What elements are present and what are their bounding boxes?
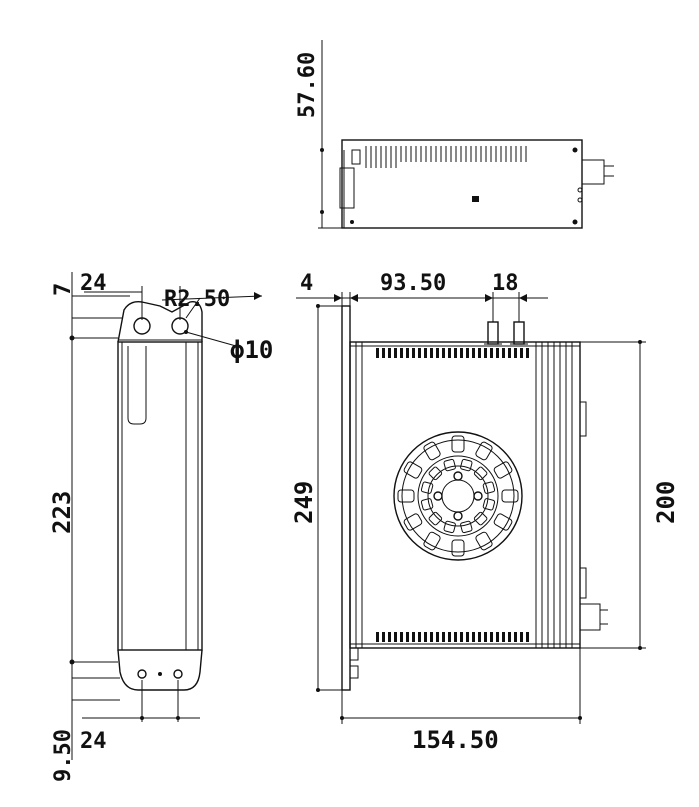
dim-left-top-offset: 7 [51, 283, 76, 296]
fan-slot [420, 498, 434, 511]
fin-tooth [508, 348, 511, 358]
fan-slot [428, 511, 443, 526]
fan-slot [473, 511, 488, 526]
fin-tooth [454, 348, 457, 358]
fan-slot [428, 466, 443, 481]
left-end-view [69, 272, 263, 760]
fin-tooth [490, 348, 493, 358]
fin-tooth [514, 348, 517, 358]
fan-slot [443, 520, 456, 534]
dim-left-bottom-width: 24 [80, 729, 107, 754]
fin-tooth [502, 632, 505, 642]
fin-tooth [400, 632, 403, 642]
fin-tooth [484, 348, 487, 358]
fin-tooth [502, 348, 505, 358]
fin-tooth [490, 632, 493, 642]
fan-slot [403, 513, 423, 531]
dim-connector-pitch: 18 [492, 271, 519, 296]
fin-tooth [436, 632, 439, 642]
dim-front-width: 154.50 [412, 726, 499, 754]
dim-left-bottom-offset: 9.50 [51, 729, 76, 782]
fan-slot [501, 489, 519, 503]
dim-side-height: 57.60 [295, 52, 320, 118]
dim-left-height: 223 [48, 491, 76, 534]
fin-tooth [430, 348, 433, 358]
fin-tooth [520, 348, 523, 358]
fin-tooth [466, 348, 469, 358]
fin-tooth [514, 632, 517, 642]
fin-tooth [478, 632, 481, 642]
fan-slot [473, 466, 488, 481]
fan-slot [403, 461, 423, 479]
fan-slot [493, 513, 513, 531]
fin-tooth [460, 348, 463, 358]
fin-tooth [382, 348, 385, 358]
fin-tooth [448, 348, 451, 358]
fin-tooth [376, 348, 379, 358]
fin-tooth [412, 632, 415, 642]
fin-tooth [382, 632, 385, 642]
fin-tooth [418, 632, 421, 642]
dim-left-top-width: 24 [80, 271, 107, 296]
fin-tooth [442, 348, 445, 358]
dim-front-flange: 4 [300, 271, 313, 296]
fin-tooth [394, 632, 397, 642]
fan-slot [475, 531, 493, 551]
fin-tooth [424, 348, 427, 358]
fan-slot [451, 435, 465, 453]
fan-slot [493, 461, 513, 479]
fin-tooth [472, 348, 475, 358]
fin-tooth [508, 632, 511, 642]
dim-radius: R2.50 [164, 287, 230, 312]
side-view [318, 40, 614, 229]
fan-slot [460, 458, 473, 472]
dim-hole-diameter: ϕ10 [230, 336, 273, 364]
dim-front-span: 93.50 [380, 271, 446, 296]
fin-tooth [430, 632, 433, 642]
fin-tooth [442, 632, 445, 642]
fin-tooth [520, 632, 523, 642]
fan-slot [420, 481, 434, 494]
fin-tooth [412, 348, 415, 358]
fin-tooth [400, 348, 403, 358]
fin-tooth [388, 348, 391, 358]
fin-tooth [478, 348, 481, 358]
fin-tooth [484, 632, 487, 642]
fan-slot [443, 458, 456, 472]
fan-slot [423, 531, 441, 551]
fan-slot [460, 520, 473, 534]
fin-tooth [526, 632, 529, 642]
fan-slot [482, 498, 496, 511]
fin-tooth [496, 632, 499, 642]
fin-tooth [526, 348, 529, 358]
fin-tooth [436, 348, 439, 358]
fin-tooth [496, 348, 499, 358]
fin-tooth [466, 632, 469, 642]
fin-tooth [406, 348, 409, 358]
fin-tooth [406, 632, 409, 642]
dim-front-height-body: 200 [652, 481, 680, 524]
fan-slot [423, 441, 441, 461]
fan-slot [482, 481, 496, 494]
fin-tooth [424, 632, 427, 642]
fin-tooth [418, 348, 421, 358]
fin-tooth [454, 632, 457, 642]
fin-tooth [376, 632, 379, 642]
front-view [296, 292, 646, 724]
fin-tooth [448, 632, 451, 642]
fan-slot [451, 539, 465, 557]
fin-tooth [394, 348, 397, 358]
dim-front-height-outer: 249 [290, 481, 318, 524]
fin-tooth [472, 632, 475, 642]
fin-tooth [388, 632, 391, 642]
fan-slot [475, 441, 493, 461]
fin-tooth [460, 632, 463, 642]
fan-slot [397, 489, 415, 503]
